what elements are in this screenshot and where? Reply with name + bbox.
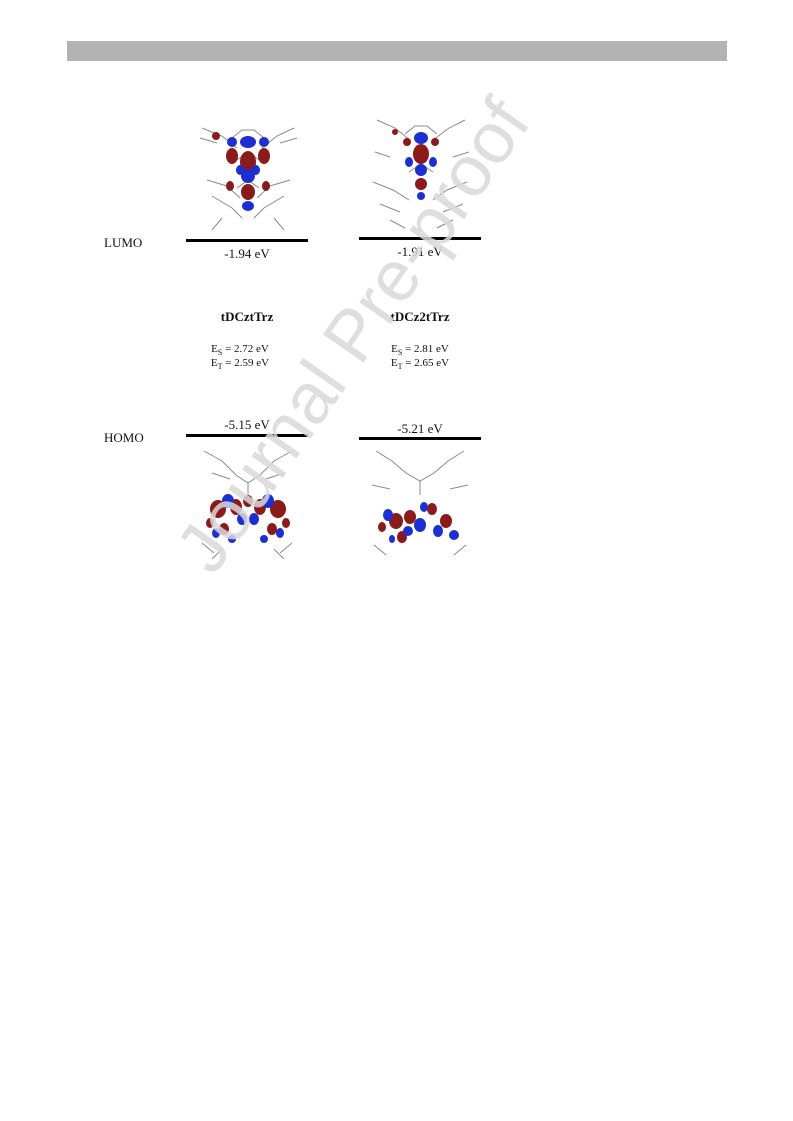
singlet-energy-tdczttrz: ES = 2.72 eV	[211, 343, 269, 358]
lumo-orbital-tdcz2ttrz	[372, 119, 470, 229]
triplet-energy-tdcz2ttrz: ET = 2.65 eV	[390, 357, 450, 372]
homo-label: HOMO	[104, 430, 144, 445]
lumo-level-tdcz2ttrz	[359, 237, 481, 240]
header-bar	[67, 41, 727, 61]
homo-level-tdcz2ttrz	[359, 437, 481, 440]
homo-energy-tdczttrz: -5.15 eV	[224, 417, 270, 432]
lumo-energy-tdcz2ttrz: -1.91 eV	[397, 244, 443, 259]
lumo-orbital-tdczttrz	[199, 127, 298, 231]
homo-orbital-tdczttrz	[201, 450, 293, 560]
singlet-energy-tdcz2ttrz: ES = 2.81 eV	[391, 343, 449, 358]
homo-energy-tdcz2ttrz: -5.21 eV	[397, 421, 443, 436]
lumo-label: LUMO	[104, 235, 143, 250]
lumo-level-tdczttrz	[186, 239, 308, 242]
compound-name-tdcz2ttrz: tDCz2tTrz	[390, 309, 450, 324]
compound-name-tdczttrz: tDCztTrz	[220, 309, 274, 324]
homo-orbital-tdcz2ttrz	[371, 450, 469, 556]
triplet-energy-tdczttrz: ET = 2.59 eV	[210, 357, 270, 372]
homo-level-tdczttrz	[186, 434, 308, 437]
lumo-energy-tdczttrz: -1.94 eV	[224, 246, 270, 261]
